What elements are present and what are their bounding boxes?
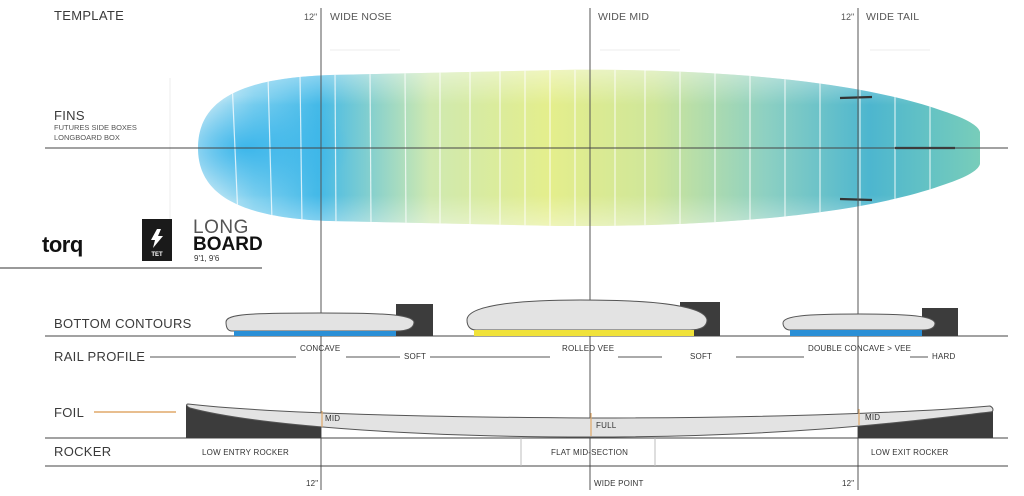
contour-nose — [225, 304, 433, 336]
board-sizes: 9'1, 9'6 — [194, 254, 220, 263]
rocker-low-entry-label: LOW ENTRY ROCKER — [202, 448, 289, 457]
section-baselines — [45, 335, 1008, 467]
footer-tail-inches: 12" — [842, 479, 855, 488]
fins-detail-side: FUTURES SIDE BOXES — [54, 123, 137, 132]
board-word: BOARD — [193, 234, 263, 255]
fins-detail-box: LONGBOARD BOX — [54, 133, 120, 142]
guide-lines — [169, 49, 930, 225]
footer-nose-inches: 12" — [306, 479, 319, 488]
footer-wide-point: WIDE POINT — [594, 479, 644, 488]
foil-full-label: FULL — [596, 421, 617, 430]
rocker-flat-mid-label: FLAT MID-SECTION — [551, 448, 629, 457]
torq-logo: torq — [42, 232, 83, 257]
rail-concave-label: CONCAVE — [300, 344, 341, 353]
stringer-stripes — [231, 69, 931, 227]
template-heading: TEMPLATE — [54, 8, 125, 23]
wide-nose-label: WIDE NOSE — [330, 11, 392, 23]
foil-shape — [186, 403, 994, 438]
rail-soft-label-1: SOFT — [404, 352, 427, 361]
rocker-heading: ROCKER — [54, 444, 112, 459]
rail-double-concave-label: DOUBLE CONCAVE > VEE — [808, 344, 912, 353]
tet-logo — [142, 219, 172, 261]
fins-heading: FINS — [54, 108, 85, 123]
wide-tail-label: WIDE TAIL — [866, 11, 920, 23]
tet-logo-text: TET — [151, 252, 163, 258]
foil-mid-label-tail: MID — [865, 413, 881, 422]
rail-soft-label-2: SOFT — [690, 352, 713, 361]
foil-mid-label-nose: MID — [325, 414, 341, 423]
surfboard-outline — [198, 69, 980, 227]
nose-inches-label: 12" — [304, 12, 318, 22]
contour-mid — [466, 299, 720, 336]
rail-hard-label: HARD — [932, 352, 956, 361]
long-word: LONG — [193, 217, 249, 238]
rail-rolled-vee-label: ROLLED VEE — [562, 344, 615, 353]
rail-profile-heading: RAIL PROFILE — [54, 349, 146, 364]
wide-mid-label: WIDE MID — [598, 11, 650, 23]
rocker-segments — [520, 438, 656, 466]
rocker-low-exit-label: LOW EXIT ROCKER — [871, 448, 949, 457]
foil-heading: FOIL — [54, 405, 85, 420]
contour-tail — [782, 308, 958, 336]
reference-lines — [320, 8, 859, 490]
tail-inches-label: 12" — [841, 12, 855, 22]
bottom-contours-heading: BOTTOM CONTOURS — [54, 316, 192, 331]
